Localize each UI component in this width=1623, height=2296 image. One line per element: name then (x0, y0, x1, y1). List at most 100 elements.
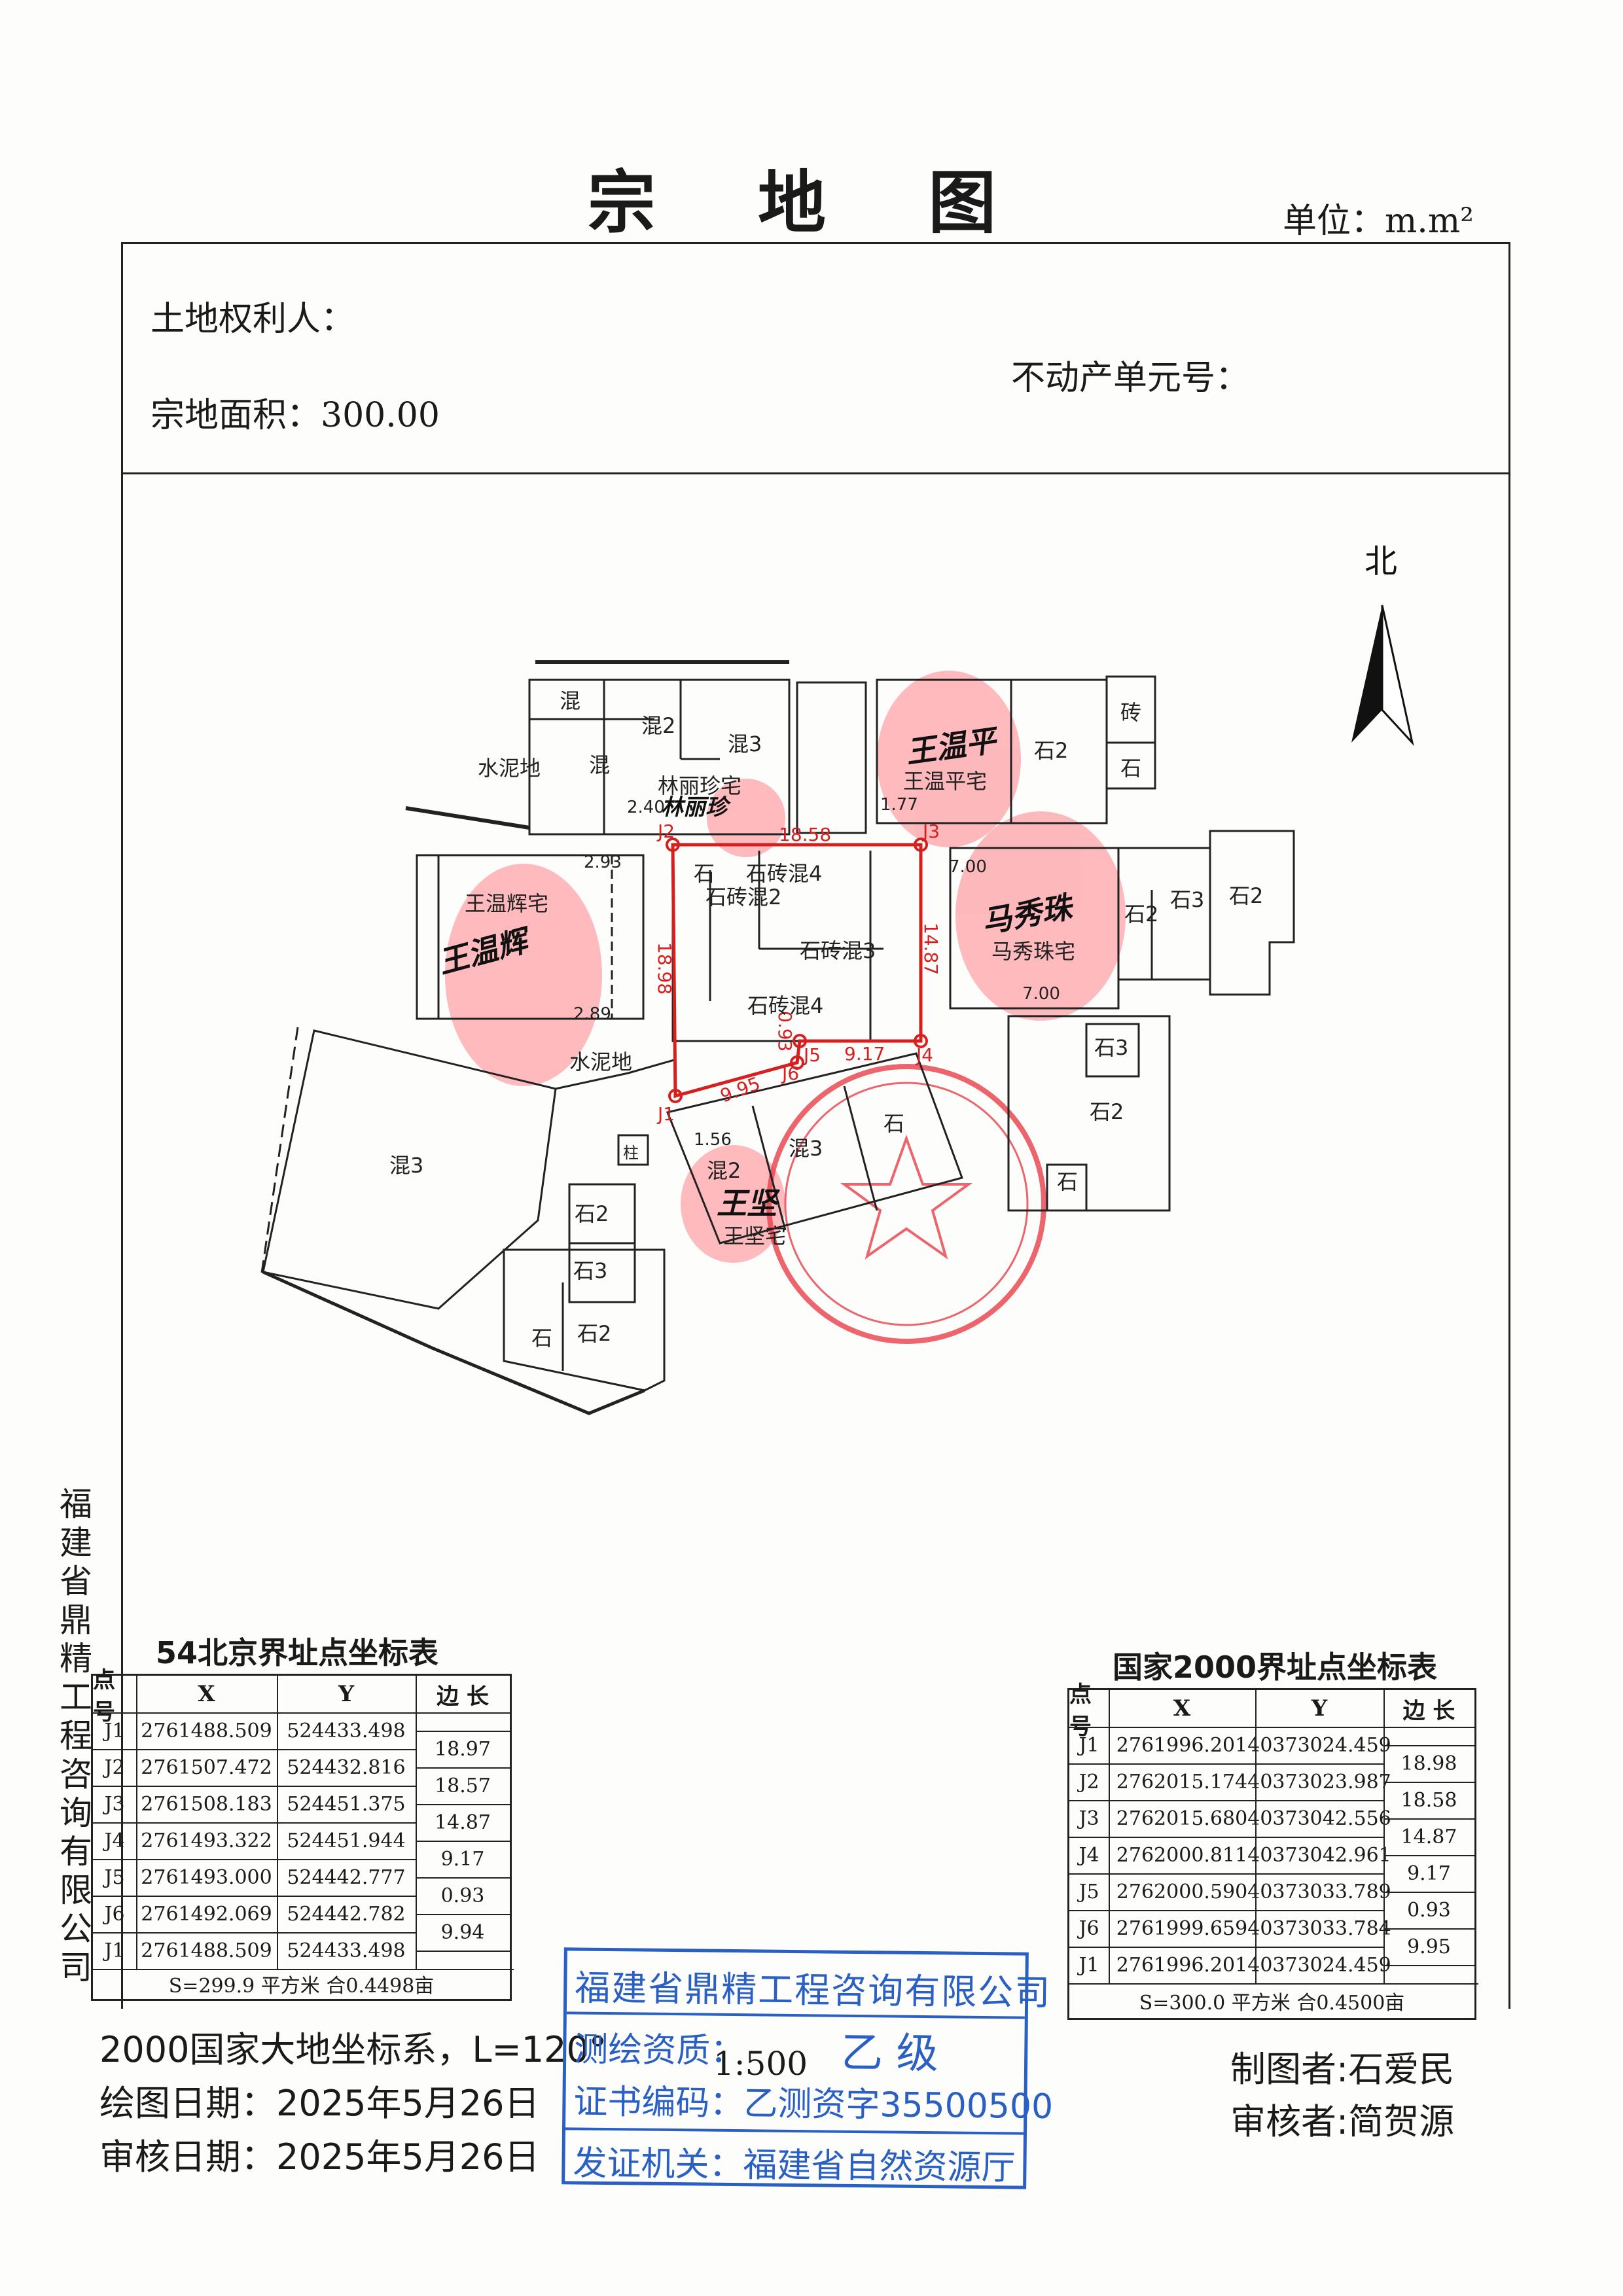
wall (751, 1105, 787, 1231)
x-coord-cell: 2761492.069 (141, 1902, 272, 1926)
parcel-boundary (666, 838, 928, 1103)
row-divider (1069, 1837, 1383, 1838)
row-divider (1069, 1727, 1383, 1728)
point-id-cell: J5 (104, 1865, 125, 1889)
point-id-cell: J6 (104, 1902, 125, 1926)
table54-title: 54北京界址点坐标表 (156, 1635, 439, 1670)
north-label: 北 (1364, 542, 1397, 580)
row-divider (416, 1877, 510, 1879)
row-divider (1069, 1910, 1383, 1911)
point-id-cell: J3 (104, 1792, 125, 1816)
stamp-company: 福建省鼎精工程咨询有限公司 (574, 1967, 1052, 2014)
map-label: 石砖混3 (800, 938, 876, 963)
column-divider (416, 1676, 417, 1969)
unit-label: 单位：m.m² (1283, 202, 1474, 241)
row-divider (1383, 1727, 1474, 1728)
side-company-text: 福建省鼎精工程咨询有限公司 (60, 1485, 92, 1987)
x-coord-cell: 2761488.509 (141, 1939, 272, 1962)
map-label: 混2 (641, 713, 675, 738)
y-coord-cell: 524451.944 (287, 1829, 406, 1852)
dim-label: 2.89 (573, 1004, 611, 1024)
y-coord-cell: 40373023.987 (1247, 1770, 1391, 1793)
map-label: 混3 (789, 1136, 823, 1161)
edge-length-cell: 9.17 (440, 1847, 485, 1871)
point-id-cell: J1 (104, 1939, 125, 1962)
y-coord-cell: 524442.777 (287, 1865, 406, 1889)
map-label: 石 (1057, 1169, 1078, 1194)
map-label: 石2 (1229, 883, 1263, 908)
x-coord-cell: 2762015.680 (1116, 1807, 1248, 1830)
village-seal (766, 1064, 1046, 1344)
row-divider (1069, 1983, 1478, 1985)
map-label: 混 (589, 752, 610, 777)
boundary-line (671, 843, 923, 1099)
boundary-point-marker (668, 1089, 683, 1103)
y-coord-cell: 40373033.789 (1247, 1880, 1391, 1903)
area-summary: S=299.9 平方米 合0.4498亩 (168, 1975, 435, 1998)
row-divider (1069, 1947, 1383, 1948)
map-label: 石3 (1094, 1035, 1128, 1060)
row-divider (93, 1969, 514, 1970)
stamp-divider (565, 2127, 1024, 2135)
fingerprint (445, 864, 602, 1086)
x-coord-cell: 2761999.659 (1116, 1916, 1248, 1940)
edge-length-j4-j5: 9.17 (844, 1043, 885, 1065)
map-label: 王温辉宅 (465, 891, 548, 916)
edge-length-j6-j1: 9.95 (717, 1072, 763, 1106)
map-label: 石3 (573, 1258, 607, 1283)
point-label-j2: J2 (656, 821, 675, 842)
point-id-cell: J4 (1079, 1843, 1099, 1867)
point-id-cell: J6 (1079, 1916, 1099, 1940)
row-divider (1383, 1855, 1474, 1856)
row-divider (416, 1951, 510, 1952)
row-divider (93, 1786, 416, 1787)
map-label: 王坚宅 (723, 1224, 786, 1248)
wall (262, 1270, 645, 1415)
row-divider (1069, 1763, 1383, 1765)
building-lower-left (503, 1248, 666, 1392)
y-coord-cell: 40373042.961 (1247, 1843, 1391, 1867)
north-arrow-icon (1351, 605, 1382, 743)
map-label: 柱 (623, 1144, 639, 1162)
map-label: 石2 (1124, 902, 1158, 927)
edge-length-cell: 9.95 (1407, 1935, 1451, 1958)
x-coord-cell: 2761488.509 (141, 1719, 272, 1742)
building-lin (528, 679, 791, 836)
point-id-cell: J3 (1079, 1807, 1099, 1830)
row-divider (93, 1932, 416, 1934)
north-arrow-icon (1381, 605, 1414, 747)
column-header: 边 长 (437, 1683, 489, 1710)
dim-label: 1.77 (880, 795, 918, 815)
edge-length-j2-j3: 18.58 (779, 824, 831, 845)
edge-length-j1-j2: 18.98 (654, 942, 675, 995)
y-coord-cell: 524433.498 (287, 1719, 406, 1742)
row-divider (416, 1841, 510, 1842)
map-label: 石 (883, 1111, 904, 1136)
edge-length-cell: 14.87 (435, 1810, 491, 1834)
building-wwh (416, 854, 645, 1020)
wall (843, 1086, 878, 1211)
map-label: 混3 (728, 732, 762, 756)
column-divider (1255, 1690, 1257, 1983)
fingerprint (877, 671, 1021, 847)
column-header: X (198, 1681, 215, 1707)
map-label: 水泥地 (478, 756, 541, 781)
map-label: 石 (694, 861, 715, 886)
fingerprint (707, 779, 785, 857)
row-divider (416, 1767, 510, 1769)
point-id-cell: J4 (104, 1829, 125, 1852)
wall (260, 1027, 299, 1273)
map-label: 石2 (1034, 738, 1068, 763)
boundary-point-marker (666, 838, 680, 852)
point-label-j4: J4 (915, 1044, 933, 1066)
dim-label: 2.40 (627, 798, 665, 817)
row-divider (93, 1749, 416, 1750)
map-label: 马秀珠宅 (991, 939, 1075, 964)
boundary-point-marker (914, 1034, 928, 1048)
map-label: 石砖混2 (705, 885, 781, 910)
edge-length-cell: 18.97 (435, 1737, 491, 1761)
row-divider (1069, 1800, 1383, 1801)
dim-label: 7.00 (1022, 984, 1060, 1004)
